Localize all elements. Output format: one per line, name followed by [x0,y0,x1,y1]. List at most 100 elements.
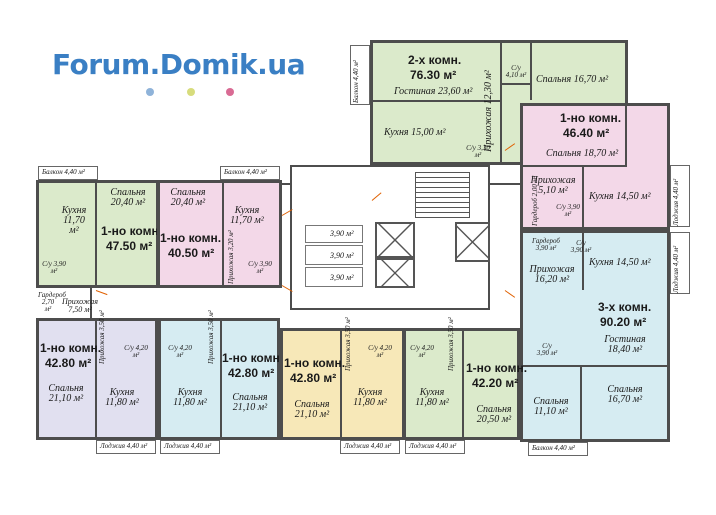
apt-90-loggia-label: Лоджия 4,40 м² [672,245,680,293]
apt-42b-wc: С/у 4,20 м² [168,344,192,359]
apt-46-title: 1-но комн. [560,111,622,125]
apt-76-title: 2-х комн. [408,53,462,67]
apt-42c-kitchen: Кухня 11,80 м² [353,387,387,408]
apt-40-title: 1-но комн. [160,231,222,245]
apt-76-wc1: С/у 4,10 м² [505,64,527,79]
apt-76-bedroom: Спальня 16,70 м² [536,74,609,85]
apt-42b-bedroom: Спальня 21,10 м² [232,392,268,413]
apt-90-wc2: С/у 3,90 м² [570,239,592,254]
apt-42c-area: 42.80 м² [290,371,337,385]
apt-47-balcony [38,166,98,180]
apt-46-wardrobe: Гардероб 2,00 м² [531,175,539,226]
apt-42c-wc: С/у 4,20 м² [368,344,392,359]
apt-42d-bedroom: Спальня 20,50 м² [476,404,512,425]
apt-40-bedroom: Спальня 20,40 м² [170,187,206,208]
apartment-90-20 [520,230,670,442]
apt-42c-title: 1-но комн. [284,356,346,370]
apartment-42-80-a [36,318,158,440]
logo-dot-pink [226,88,234,96]
apt-42c-bedroom: Спальня 21,10 м² [294,399,330,420]
apt-42b-loggia-label: Лоджия 4,40 м² [164,442,212,450]
apartment-42-20-d [403,328,520,440]
apt-42a-wc: С/у 4,20 м² [124,344,148,359]
apt-42b-title: 1-но комн. [222,351,284,365]
apartment-42-80-b [158,318,280,440]
apt-42a-hall2: Прихожая 7,50 м² [62,297,98,314]
apt-47-bedroom: Спальня 20,40 м² [110,187,146,208]
apt-76-kitchen: Кухня 15,00 м² [384,127,446,138]
apt-42a-loggia [96,440,156,454]
shaft-1 [305,225,363,243]
shaft-1-area: 3,90 м² [330,229,354,238]
apt-76-balcony [350,45,370,105]
apt-76-balcony-label: Балкон 4,40 м² [352,60,360,103]
apt-46-bedroom: Спальня 18,70 м² [546,148,619,159]
apt-40-balcony [220,166,280,180]
apt-47-balcony-label: Балкон 4,40 м² [42,168,85,176]
apt-90-title: 3-х комн. [598,300,652,314]
apt-47-wc: С/у 3,90 м² [42,260,66,275]
apt-46-wc: С/у 3,90 м² [556,203,580,218]
apt-90-kitchen: Кухня 14,50 м² [589,257,651,268]
apt-46-loggia [670,165,690,227]
apt-42d-loggia [405,440,465,454]
shaft-3 [305,267,363,287]
logo-dot-yellow [187,88,195,96]
apt-42c-hall: Прихожая 3,50 м² [344,317,352,371]
apt-90-balcony-label: Балкон 4,40 м² [532,444,575,452]
site-logo: Forum.Domik.ua [52,48,306,81]
apt-42d-area: 42.20 м² [472,376,519,390]
apt-40-wc: С/у 3,90 м² [248,260,272,275]
shaft-3-area: 3,90 м² [330,273,354,282]
elevator-1 [375,222,415,258]
apt-90-hall: Прихожая 16,20 м² [529,264,575,285]
apt-47-title: 1-но комн. [101,224,163,238]
apt-42d-title: 1-но комн. [466,361,528,375]
apt-42a-bedroom: Спальня 21,10 м² [48,383,84,404]
apt-90-bed2: Спальня 16,70 м² [607,384,643,405]
apt-42b-area: 42.80 м² [228,366,275,380]
logo-dot-blue [146,88,154,96]
elevator-3 [455,222,490,262]
shaft-2 [305,245,363,265]
apt-42a-title: 1-но комн. [40,341,102,355]
apt-42d-kitchen: Кухня 11,80 м² [415,387,449,408]
apt-90-area: 90.20 м² [600,315,647,329]
staircase [415,172,470,218]
apt-46-kitchen: Кухня 14,50 м² [589,191,651,202]
apt-42d-hall: Прихожая 3,50 м² [447,317,455,371]
apt-90-living: Гостиная 18,40 м² [604,334,646,355]
shaft-2-area: 3,90 м² [330,251,354,260]
apt-90-loggia [670,232,690,294]
apt-90-balcony [528,442,588,456]
elevator-2 [375,258,415,288]
apt-76-living: Гостиная 23,60 м² [394,86,473,97]
apt-42a-wardrobe: Гардероб 2,70 м² [38,291,66,313]
apt-42d-loggia-label: Лоджия 4,40 м² [409,442,457,450]
apt-76-wc2: С/у 3,30 м² [466,144,490,159]
apt-42b-hall: Прихожая 3,50 м² [207,310,215,364]
apt-42a-area: 42.80 м² [45,356,92,370]
apt-47-area: 47.50 м² [106,239,153,253]
apt-47-kitchen: Кухня 11,70 м² [61,205,87,236]
apt-90-bed1: Спальня 11,10 м² [533,396,569,417]
apartment-40-50 [157,180,282,288]
apt-42d-wc: С/у 4,20 м² [410,344,434,359]
apt-42a-hall: Прихожая 3,50 м² [98,310,106,364]
apt-76-hall: Прихожая 12,30 м² [483,70,494,152]
apt-42a-loggia-label: Лоджия 4,40 м² [100,442,148,450]
apt-40-hall: Прихожая 3,20 м² [227,230,235,284]
apt-46-loggia-label: Лоджия 4,40 м² [672,178,680,226]
apt-90-wardrobe: Гардероб 3,90 м² [532,237,560,252]
apt-40-kitchen: Кухня 11,70 м² [230,205,264,226]
apt-42c-loggia-label: Лоджия 4,40 м² [344,442,392,450]
apartment-42-80-c [280,328,405,440]
apt-90-wc1: С/у 3,90 м² [536,342,558,357]
apt-46-area: 46.40 м² [563,126,610,140]
apt-40-area: 40.50 м² [168,246,215,260]
apt-42a-kitchen: Кухня 11,80 м² [105,387,139,408]
apt-42c-loggia [340,440,400,454]
apt-40-balcony-label: Балкон 4,40 м² [224,168,267,176]
apt-76-area: 76.30 м² [410,68,457,82]
